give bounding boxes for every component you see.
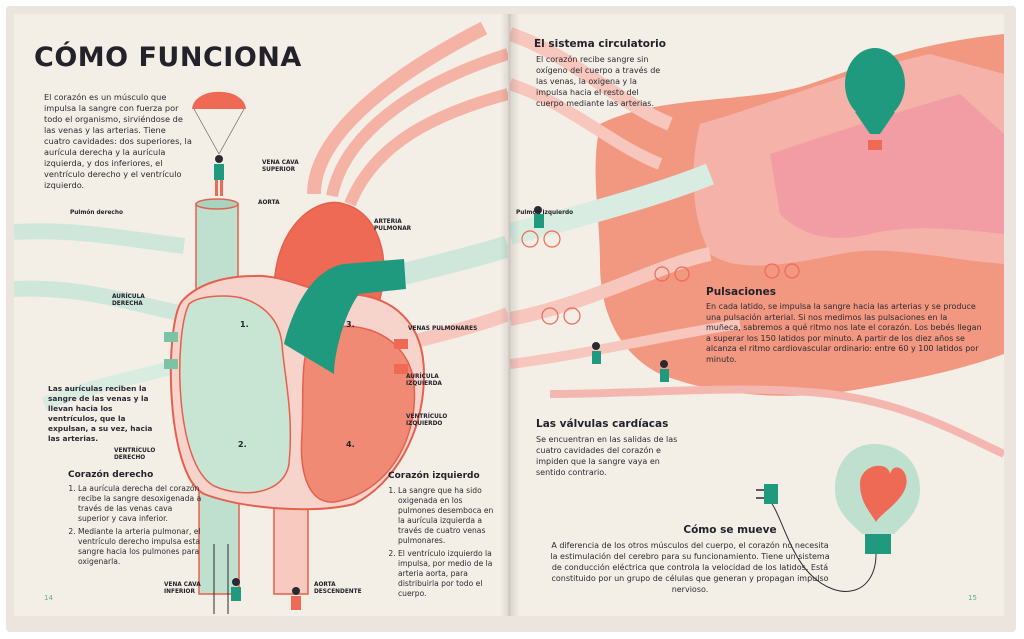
balloon: [845, 48, 905, 120]
plug: [764, 484, 778, 504]
label-vena-cava-superior: VENA CAVA SUPERIOR: [262, 160, 299, 173]
right-heart: [179, 295, 292, 494]
label-ventriculo-izquierdo: VENTRÍCULO IZQUIERDO: [406, 414, 448, 427]
vena-pulmonar: [394, 339, 408, 349]
bulb-heart: [860, 465, 907, 522]
cavity-number-4: 4.: [346, 440, 355, 449]
artery-band: [344, 88, 508, 207]
label-ventriculo-derecho: VENTRÍCULO DERECHO: [114, 448, 156, 461]
right-page-illustration: [510, 27, 1004, 592]
pulsaciones-heading: Pulsaciones: [706, 286, 776, 298]
label-vena-cava-inferior: VENA CAVA INFERIOR: [164, 582, 201, 595]
corazon-derecho-item: La aurícula derecha del corazón recibe l…: [78, 484, 202, 524]
cavity-number-3: 3.: [346, 320, 355, 329]
corazon-derecho-heading: Corazón derecho: [68, 470, 154, 480]
corazon-izquierdo-item: La sangre que ha sido oxigenada en los p…: [398, 486, 496, 546]
corazon-izquierdo-item: El ventrículo izquierdo la impulsa, por …: [398, 549, 496, 599]
valvulas-heading: Las válvulas cardíacas: [536, 418, 669, 430]
left-page: CÓMO FUNCIONA El corazón es un músculo q…: [14, 14, 508, 616]
artery-band: [549, 385, 1004, 458]
label-auricula-izquierda: AURÍCULA IZQUIERDA: [406, 374, 442, 387]
label-arteria-pulmonar: ARTERIA PULMONAR: [374, 219, 412, 232]
mueve-body: A diferencia de los otros músculos del c…: [550, 541, 830, 594]
artery-band: [510, 247, 712, 326]
mountain-rose: [770, 94, 1004, 238]
sistema-heading: El sistema circulatorio: [534, 38, 666, 50]
page-number-left: 14: [44, 594, 53, 602]
page-title: CÓMO FUNCIONA: [34, 42, 302, 73]
vein-band: [401, 235, 508, 285]
cavity-number-2: 2.: [238, 440, 247, 449]
label-aorta: AORTA: [258, 200, 280, 206]
valvulas-body: Se encuentran en las salidas de las cuat…: [536, 435, 678, 477]
vena-pulmonar: [394, 364, 408, 374]
mueve-heading: Cómo se mueve: [683, 524, 777, 536]
vein-band: [14, 280, 186, 322]
pulmonary-artery: [284, 259, 406, 374]
pulsaciones-body: En cada latido, se impulsa la sangre hac…: [706, 302, 982, 364]
label-pulmon-derecho: Pulmón derecho: [70, 210, 123, 216]
auriculas-note: Las aurículas reciben la sangre de las v…: [48, 384, 153, 443]
vena-pulmonar: [164, 359, 178, 369]
aorta-descendente: [273, 493, 309, 595]
cavity-number-1: 1.: [240, 320, 249, 329]
artery-band: [510, 27, 673, 131]
artery-band: [510, 319, 741, 369]
label-pulmon-izquierdo: Pulmón izquierdo: [516, 210, 574, 216]
artery-band: [326, 48, 508, 198]
corazon-derecho-list: La aurícula derecha del corazón recibe l…: [66, 484, 202, 570]
artery-band: [510, 78, 663, 170]
corazon-izquierdo-heading: Corazón izquierdo: [388, 471, 480, 481]
parachute: [192, 91, 246, 109]
sistema-body: El corazón recibe sangre sin oxígeno del…: [536, 55, 661, 108]
label-auricula-derecha: AURÍCULA DERECHA: [112, 294, 145, 307]
corazon-derecho-item: Mediante la arteria pulmonar, el ventríc…: [78, 527, 202, 567]
vena-pulmonar: [164, 332, 178, 342]
right-page: El sistema circulatorio El corazón recib…: [510, 14, 1004, 616]
corazon-izquierdo-list: La sangre que ha sido oxigenada en los p…: [386, 486, 496, 602]
intro-paragraph: El corazón es un músculo que impulsa la …: [44, 92, 192, 190]
artery-band: [307, 21, 488, 195]
vein-band: [14, 223, 185, 254]
page-number-right: 15: [968, 594, 977, 602]
label-aorta-descendente: AORTA DESCENDENTE: [314, 582, 362, 595]
bulb-cable: [771, 503, 877, 592]
left-page-illustration: [14, 21, 508, 614]
label-venas-pulmonares: VENAS PULMONARES: [408, 326, 478, 332]
